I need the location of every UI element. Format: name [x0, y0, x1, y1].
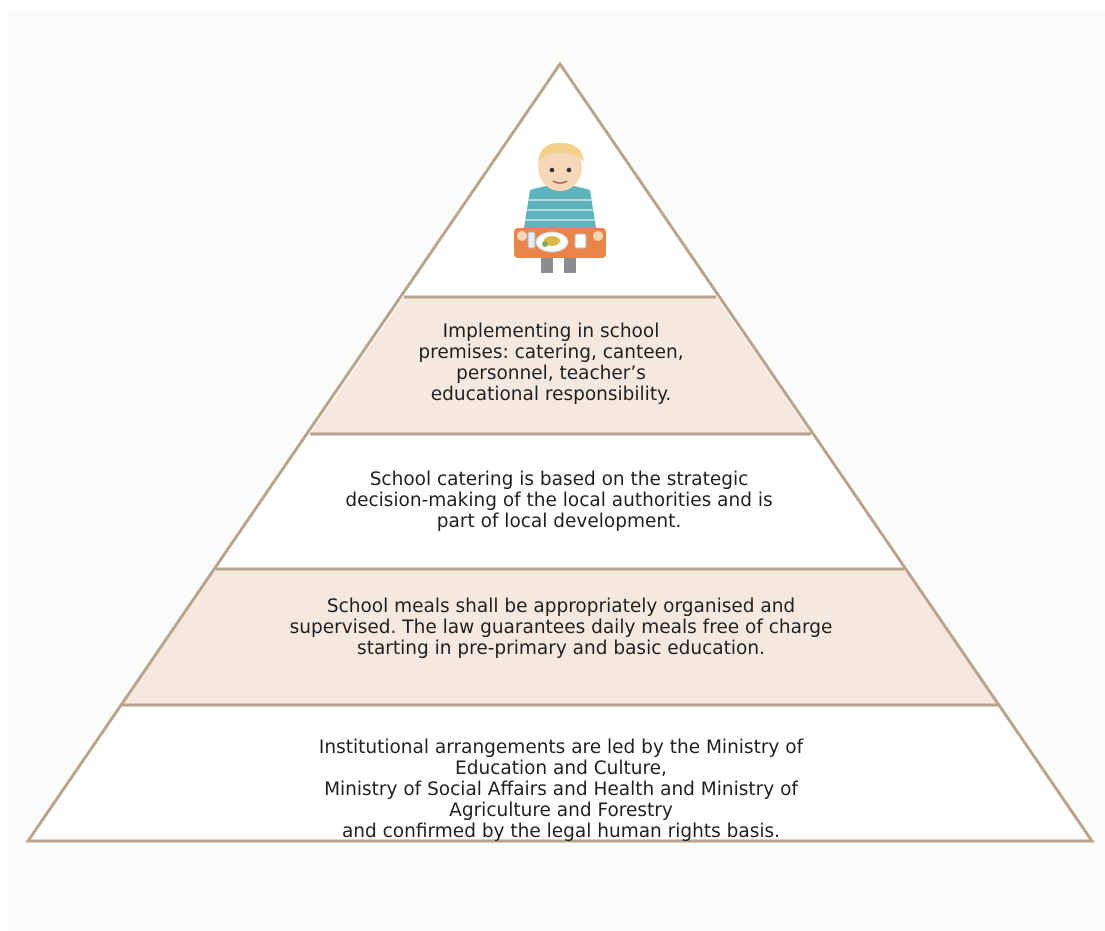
pyramid-level-1-text: Implementing in school premises: caterin…	[418, 321, 684, 405]
pyramid-level-4-text: Institutional arrangements are led by th…	[318, 737, 804, 842]
pyramid-level-2-band	[216, 434, 904, 569]
child-with-meal-tray-icon	[511, 142, 609, 275]
pyramid-border	[25, 61, 1095, 843]
pyramid-level-3-band	[122, 569, 998, 705]
pyramid-outline	[25, 61, 1095, 843]
pyramid-level-4-band	[28, 705, 1092, 841]
pyramid-level-1-band	[310, 297, 811, 434]
pyramid-level-2-text: School catering is based on the strategi…	[345, 469, 773, 532]
pyramid-level-3-text: School meals shall be appropriately orga…	[289, 596, 833, 659]
